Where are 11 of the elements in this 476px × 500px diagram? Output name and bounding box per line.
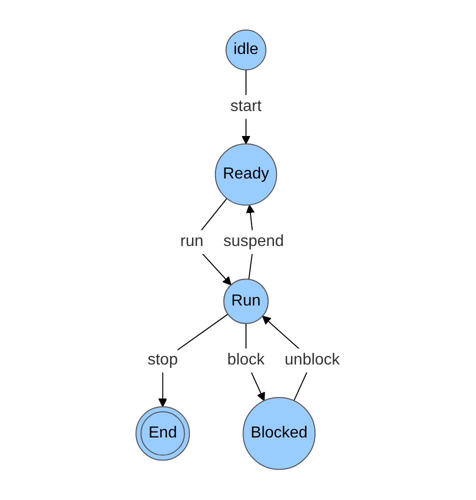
edge-label: start xyxy=(230,98,262,116)
edge-label: stop xyxy=(148,352,178,369)
node-circle: End xyxy=(136,406,190,461)
edge-label: run xyxy=(180,233,204,250)
node-circle: Run xyxy=(223,278,269,324)
edge-label: unblock xyxy=(284,352,340,369)
node-circle: Ready xyxy=(214,144,278,206)
node-circle: Blocked xyxy=(242,397,316,470)
edge-label: block xyxy=(227,352,265,369)
edge-label: suspend xyxy=(224,233,284,250)
node-circle: idle xyxy=(226,30,267,71)
